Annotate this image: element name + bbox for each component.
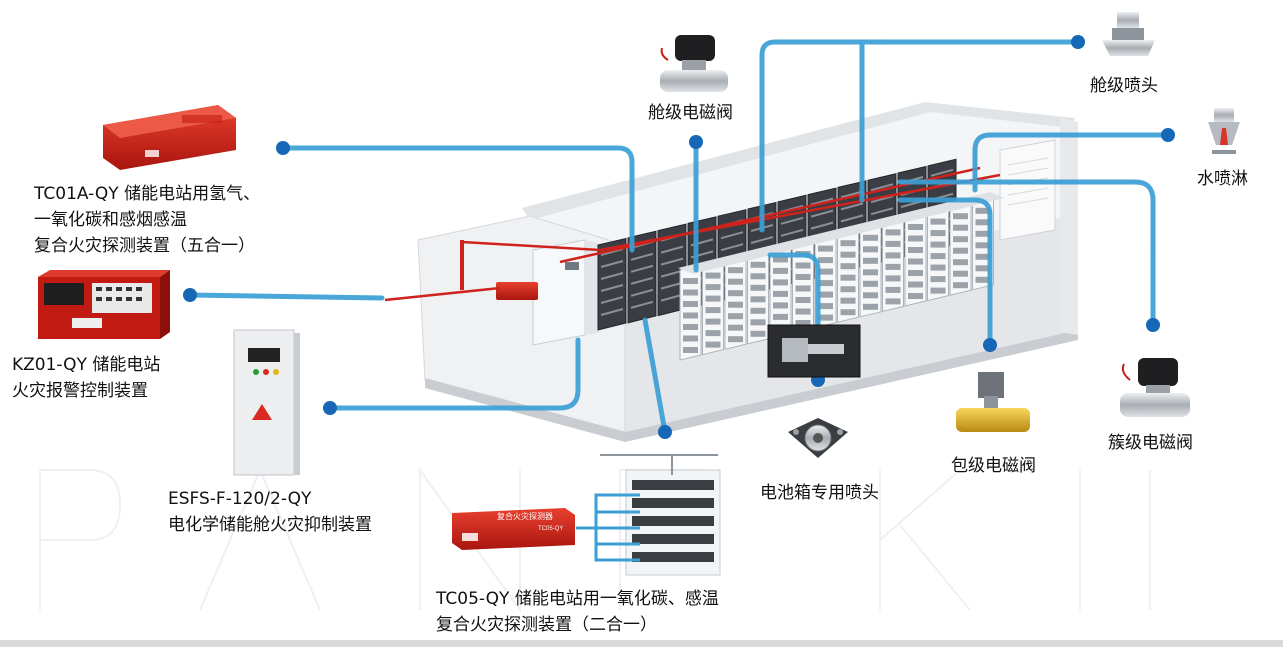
storage-container (384, 102, 1078, 442)
label-tc01a-line1: TC01A-QY 储能电站用氢气、 (34, 184, 261, 204)
cluster-solenoid-valve-device (1120, 358, 1190, 417)
back-rack (597, 237, 627, 331)
connector-dots (183, 35, 1175, 439)
label-kz01: KZ01-QY 储能电站 火灾报警控制装置 (12, 352, 160, 404)
label-tc05-line2: 复合火灾探测装置（二合一） (436, 615, 657, 635)
back-rack (657, 223, 687, 317)
label-tc01a-line3: 复合火灾探测装置（五合一） (34, 236, 255, 256)
label-cabin-nozzle: 舱级喷头 (1090, 76, 1158, 96)
front-rack (949, 199, 972, 296)
battery-box-nozzle-inset (767, 324, 861, 378)
front-rack (702, 258, 724, 356)
back-rack (627, 230, 657, 324)
label-kz01-line1: KZ01-QY 储能电站 (12, 355, 161, 375)
tc05-device-model: TC05-QY (538, 526, 563, 532)
container-right-end (1060, 118, 1078, 335)
front-rack (769, 242, 792, 340)
label-tc05-line1: TC05-QY 储能电站用一氧化碳、感温 (436, 589, 719, 609)
label-esfs-line1: ESFS-F-120/2-QY (168, 489, 312, 509)
label-cluster-valve: 簇级电磁阀 (1108, 433, 1193, 453)
air-conditioner-unit (999, 139, 1056, 241)
label-pack-valve: 包级电磁阀 (951, 456, 1036, 476)
front-rack (859, 221, 882, 318)
wall-fire-detector (496, 282, 538, 300)
front-rack (904, 210, 927, 307)
cabin-solenoid-valve-device (660, 35, 728, 92)
tc05-battery-rack (576, 454, 721, 576)
battery-box-nozzle-device (788, 418, 848, 458)
pcs-cabinet (532, 239, 598, 346)
tc05-detector-device: 复合火灾探测器 TC05-QY (452, 508, 575, 550)
label-tc01a: TC01A-QY 储能电站用氢气、 一氧化碳和感烟感温 复合火灾探测装置（五合一… (34, 181, 260, 259)
front-rack (837, 226, 859, 323)
front-rack (927, 204, 949, 302)
front-rack (882, 215, 904, 313)
label-battery-nozzle: 电池箱专用喷头 (760, 483, 879, 503)
cabin-nozzle-device (1102, 12, 1155, 56)
kz01-control-panel-device (38, 270, 170, 339)
label-esfs: ESFS-F-120/2-QY 电化学储能舱火灾抑制装置 (168, 486, 372, 538)
connector-lines (187, 39, 1171, 435)
front-rack (747, 248, 769, 345)
front-rack-top (678, 192, 1005, 274)
esfs-cabinet-device (233, 329, 300, 476)
container-roof-edge (522, 102, 1075, 220)
label-esfs-line2: 电化学储能舱火灾抑制装置 (168, 515, 372, 535)
label-sprinkler: 水喷淋 (1197, 169, 1248, 189)
label-tc05: TC05-QY 储能电站用一氧化碳、感温 复合火灾探测装置（二合一） (436, 586, 719, 638)
label-tc01a-line2: 一氧化碳和感烟感温 (34, 210, 187, 230)
tc05-device-title: 复合火灾探测器 (497, 511, 553, 521)
bottom-scroll-edge (0, 640, 1283, 647)
tc01a-detector-device (103, 105, 236, 170)
pack-solenoid-valve-device (956, 372, 1030, 432)
front-rack (679, 264, 702, 361)
label-kz01-line2: 火灾报警控制装置 (12, 381, 148, 401)
front-rack-row (678, 192, 1005, 361)
front-rack (724, 253, 747, 350)
sprinkler-device (1208, 108, 1240, 154)
label-cabin-valve: 舱级电磁阀 (648, 103, 733, 123)
front-rack (792, 237, 814, 334)
